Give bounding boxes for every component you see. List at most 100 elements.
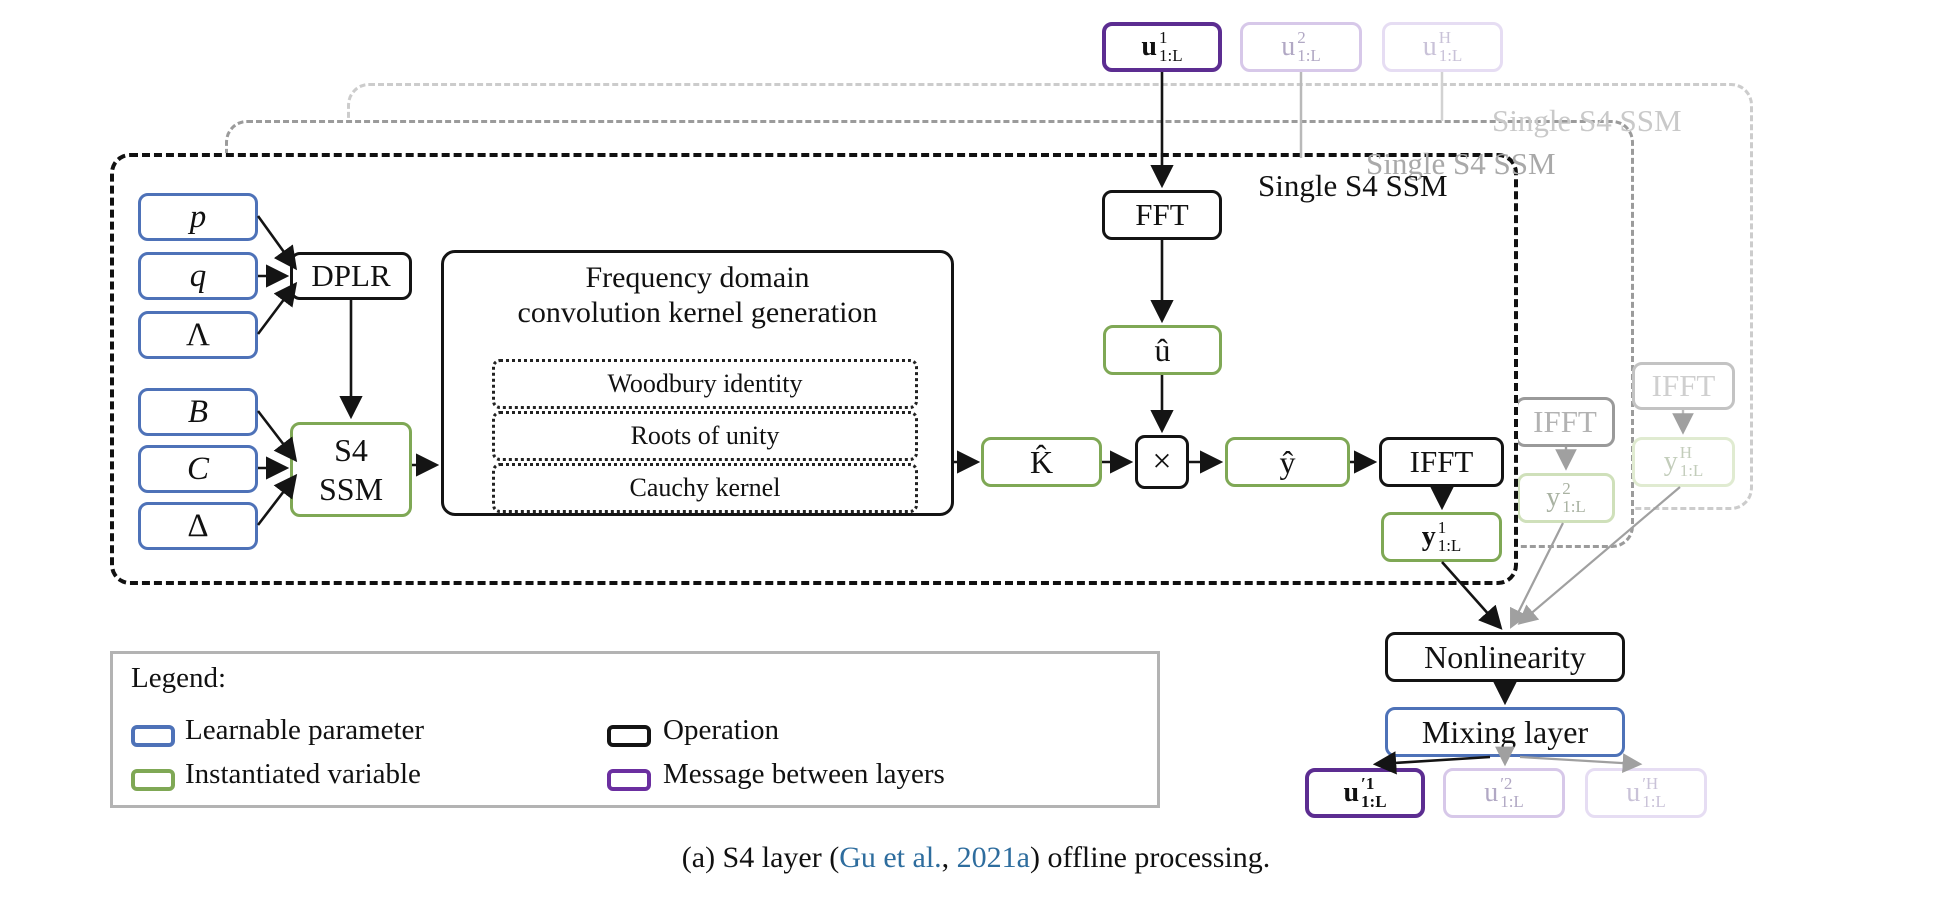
legend-label-message: Message between layers bbox=[663, 758, 945, 790]
u1-sub: 1:L bbox=[1158, 46, 1183, 65]
ifft-box-layer2: IFFT bbox=[1515, 397, 1615, 447]
legend-title: Legend: bbox=[131, 662, 227, 694]
freq-kernel-box: Frequency domain convolution kernel gene… bbox=[441, 250, 954, 516]
param-q-label: q bbox=[189, 257, 207, 294]
ifft-box-layerH: IFFT bbox=[1632, 362, 1735, 410]
s4-ssm-line1: S4 bbox=[334, 432, 368, 469]
s4-ssm-box: S4 SSM bbox=[290, 422, 412, 517]
param-q-box: q bbox=[138, 252, 258, 300]
param-B-label: B bbox=[187, 393, 209, 430]
nonlinearity-label: Nonlinearity bbox=[1424, 638, 1586, 675]
uH-prime-sup: ′H bbox=[1642, 774, 1659, 794]
method-woodbury-label: Woodbury identity bbox=[607, 369, 803, 398]
dplr-label: DPLR bbox=[311, 258, 391, 293]
fft-box: FFT bbox=[1102, 190, 1222, 240]
nonlinearity-box: Nonlinearity bbox=[1385, 632, 1625, 682]
ifft-label: IFFT bbox=[1409, 444, 1474, 479]
uH-sup: H bbox=[1438, 28, 1451, 48]
u2-prime-sup: ′2 bbox=[1500, 774, 1513, 794]
legend-swatch-instantiated bbox=[131, 769, 175, 791]
u1-base: u bbox=[1141, 31, 1157, 62]
y-hat-label: ŷ bbox=[1279, 443, 1296, 480]
ifft-layer2-label: IFFT bbox=[1533, 404, 1597, 439]
param-p-box: p bbox=[138, 193, 258, 241]
y-layer2-sup: 2 bbox=[1562, 479, 1571, 499]
u2-sub: 1:L bbox=[1297, 46, 1321, 65]
y-layerH-sub: 1:L bbox=[1679, 461, 1704, 480]
times-label: × bbox=[1152, 443, 1172, 480]
u1-prime-sub: 1:L bbox=[1361, 792, 1387, 811]
caption-year-link[interactable]: 2021a bbox=[956, 841, 1030, 874]
param-B-box: B bbox=[138, 388, 258, 436]
param-lambda-box: Λ bbox=[138, 311, 258, 359]
s4-ssm-line2: SSM bbox=[318, 470, 384, 507]
method-cauchy-label: Cauchy kernel bbox=[629, 473, 781, 502]
legend-box: Legend: Learnable parameter Instantiated… bbox=[110, 651, 1160, 808]
legend-swatch-learnable bbox=[131, 725, 175, 747]
freq-title-line2: convolution kernel generation bbox=[517, 295, 878, 329]
ssm-back-label: Single S4 SSM bbox=[1492, 103, 1682, 138]
legend-label-instantiated: Instantiated variable bbox=[185, 758, 421, 790]
mixing-layer-box: Mixing layer bbox=[1385, 707, 1625, 757]
u2-prime-base: u bbox=[1484, 777, 1499, 808]
k-hat-box: K̂ bbox=[981, 437, 1102, 487]
param-delta-label: Δ bbox=[187, 507, 209, 544]
legend-swatch-operation bbox=[607, 725, 651, 747]
u1-prime-base: u bbox=[1343, 777, 1360, 808]
u2-prime-sub: 1:L bbox=[1500, 792, 1524, 811]
arrow-mixing-uHp bbox=[1519, 753, 1643, 773]
method-cauchy-box: Cauchy kernel bbox=[492, 463, 918, 513]
k-hat-label: K̂ bbox=[1029, 443, 1054, 480]
caption-citation-link[interactable]: Gu et al. bbox=[839, 841, 942, 874]
mixing-layer-label: Mixing layer bbox=[1421, 713, 1589, 750]
u2-base: u bbox=[1281, 31, 1296, 62]
u1-sup: 1 bbox=[1158, 28, 1168, 48]
param-delta-box: Δ bbox=[138, 502, 258, 550]
uH-prime-base: u bbox=[1626, 777, 1641, 808]
method-roots-box: Roots of unity bbox=[492, 411, 918, 461]
caption-post: ) offline processing. bbox=[1030, 841, 1271, 874]
y1-base: y bbox=[1421, 521, 1436, 552]
fft-label: FFT bbox=[1135, 197, 1189, 232]
ssm-front-label: Single S4 SSM bbox=[1258, 168, 1448, 203]
ssm-middle-label: Single S4 SSM bbox=[1366, 146, 1556, 181]
u2-sup: 2 bbox=[1297, 28, 1306, 48]
uH-base: u bbox=[1422, 31, 1437, 62]
y-layer2-base: y bbox=[1546, 482, 1561, 513]
times-box: × bbox=[1135, 435, 1189, 489]
param-p-label: p bbox=[189, 198, 207, 235]
legend-label-learnable: Learnable parameter bbox=[185, 714, 425, 746]
legend-swatch-message bbox=[607, 769, 651, 791]
y-layer2-sub: 1:L bbox=[1562, 497, 1586, 516]
caption-pre: (a) S4 layer ( bbox=[681, 841, 840, 874]
method-roots-label: Roots of unity bbox=[630, 421, 780, 450]
arrow-mixing-u1p bbox=[1372, 751, 1491, 775]
y-layerH-sup: H bbox=[1679, 443, 1692, 463]
caption-sep: , bbox=[941, 841, 957, 874]
legend-label-operation: Operation bbox=[663, 714, 779, 746]
param-lambda-label: Λ bbox=[186, 316, 210, 353]
param-C-label: C bbox=[186, 450, 209, 487]
u-hat-box: û bbox=[1103, 325, 1222, 375]
ifft-layerH-label: IFFT bbox=[1651, 368, 1716, 403]
freq-title-line1: Frequency domain bbox=[585, 261, 810, 294]
y-hat-box: ŷ bbox=[1225, 437, 1350, 487]
dplr-box: DPLR bbox=[290, 252, 412, 300]
method-woodbury-box: Woodbury identity bbox=[492, 359, 918, 409]
ifft-box: IFFT bbox=[1379, 437, 1504, 487]
uH-sub: 1:L bbox=[1438, 46, 1463, 65]
param-C-box: C bbox=[138, 445, 258, 493]
uH-prime-sub: 1:L bbox=[1642, 792, 1666, 811]
y-layerH-base: y bbox=[1663, 446, 1678, 477]
y1-sub: 1:L bbox=[1437, 536, 1462, 555]
u-hat-label: û bbox=[1154, 331, 1171, 368]
